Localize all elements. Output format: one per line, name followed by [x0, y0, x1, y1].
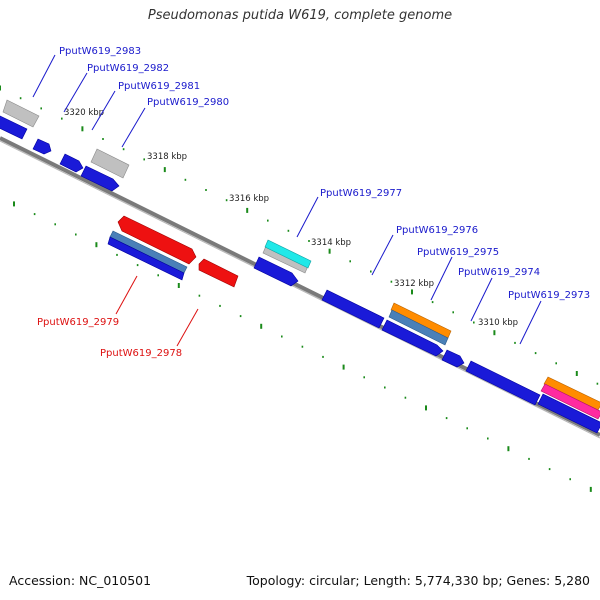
gene-labels: PputW619_2983 PputW619_2982 PputW619_298… [37, 46, 590, 359]
gene-feature-red[interactable] [198, 258, 239, 288]
leader-line [430, 256, 453, 301]
gene-label-2974[interactable]: PputW619_2974 [458, 267, 540, 278]
kbp-label-3320: 3320 kbp [64, 108, 104, 118]
gene-box[interactable] [321, 289, 385, 329]
leader-line [121, 107, 146, 148]
gene-label-2976[interactable]: PputW619_2976 [396, 225, 478, 236]
kbp-scale: 3320 kbp 3318 kbp 3316 kbp 3314 kbp 3312… [64, 108, 518, 328]
upper-tick-marks [0, 85, 599, 385]
leader-line [470, 277, 493, 322]
kbp-label-3312: 3312 kbp [394, 279, 434, 289]
map-title: Pseudomonas putida W619, complete genome [147, 8, 453, 23]
gene-feature-steel[interactable] [388, 309, 449, 346]
gene-box[interactable] [0, 115, 28, 140]
leader-line [32, 54, 56, 98]
kbp-label-3318: 3318 kbp [147, 152, 187, 162]
gene-box[interactable] [465, 360, 541, 406]
gene-feature-red[interactable] [117, 215, 197, 265]
gene-label-2979[interactable]: PputW619_2979 [37, 317, 119, 328]
lower-tick-marks [13, 201, 592, 492]
gene-box[interactable] [32, 138, 52, 155]
gene-box[interactable] [80, 165, 120, 192]
gene-label-2975[interactable]: PputW619_2975 [417, 247, 499, 258]
gene-feature-pink[interactable] [540, 383, 600, 420]
leader-line [115, 275, 138, 315]
gene-box[interactable] [537, 393, 600, 434]
gene-feature-grey[interactable] [2, 99, 40, 128]
gene-arrows [0, 99, 600, 434]
gene-box[interactable] [381, 319, 444, 357]
gene-feature-blue-thin[interactable] [107, 236, 185, 281]
gene-label-2980[interactable]: PputW619_2980 [147, 97, 229, 108]
gene-label-2978[interactable]: PputW619_2978 [100, 348, 182, 359]
label-leader-lines [32, 54, 542, 347]
gene-label-2973[interactable]: PputW619_2973 [508, 290, 590, 301]
gene-box[interactable] [253, 256, 299, 287]
leader-line [176, 308, 199, 347]
gene-box[interactable] [59, 153, 84, 173]
leader-line [371, 234, 394, 276]
accession-text: Accession: NC_010501 [9, 573, 152, 588]
kbp-label-3310: 3310 kbp [478, 318, 518, 328]
genome-summary-text: Topology: circular; Length: 5,774,330 bp… [246, 573, 590, 588]
leader-line [63, 72, 88, 113]
gene-label-2977[interactable]: PputW619_2977 [320, 188, 402, 199]
gene-feature-cyan[interactable] [264, 239, 312, 269]
gene-label-2983[interactable]: PputW619_2983 [59, 46, 141, 57]
leader-line [91, 90, 116, 131]
kbp-label-3314: 3314 kbp [311, 238, 351, 248]
gene-feature-grey[interactable] [90, 148, 130, 179]
leader-line [296, 196, 319, 238]
genome-backbone-shadow [0, 140, 600, 439]
gene-label-2981[interactable]: PputW619_2981 [118, 81, 200, 92]
leader-line [519, 300, 542, 345]
gene-box[interactable] [441, 349, 465, 368]
gene-label-2982[interactable]: PputW619_2982 [87, 63, 169, 74]
kbp-label-3316: 3316 kbp [229, 194, 269, 204]
